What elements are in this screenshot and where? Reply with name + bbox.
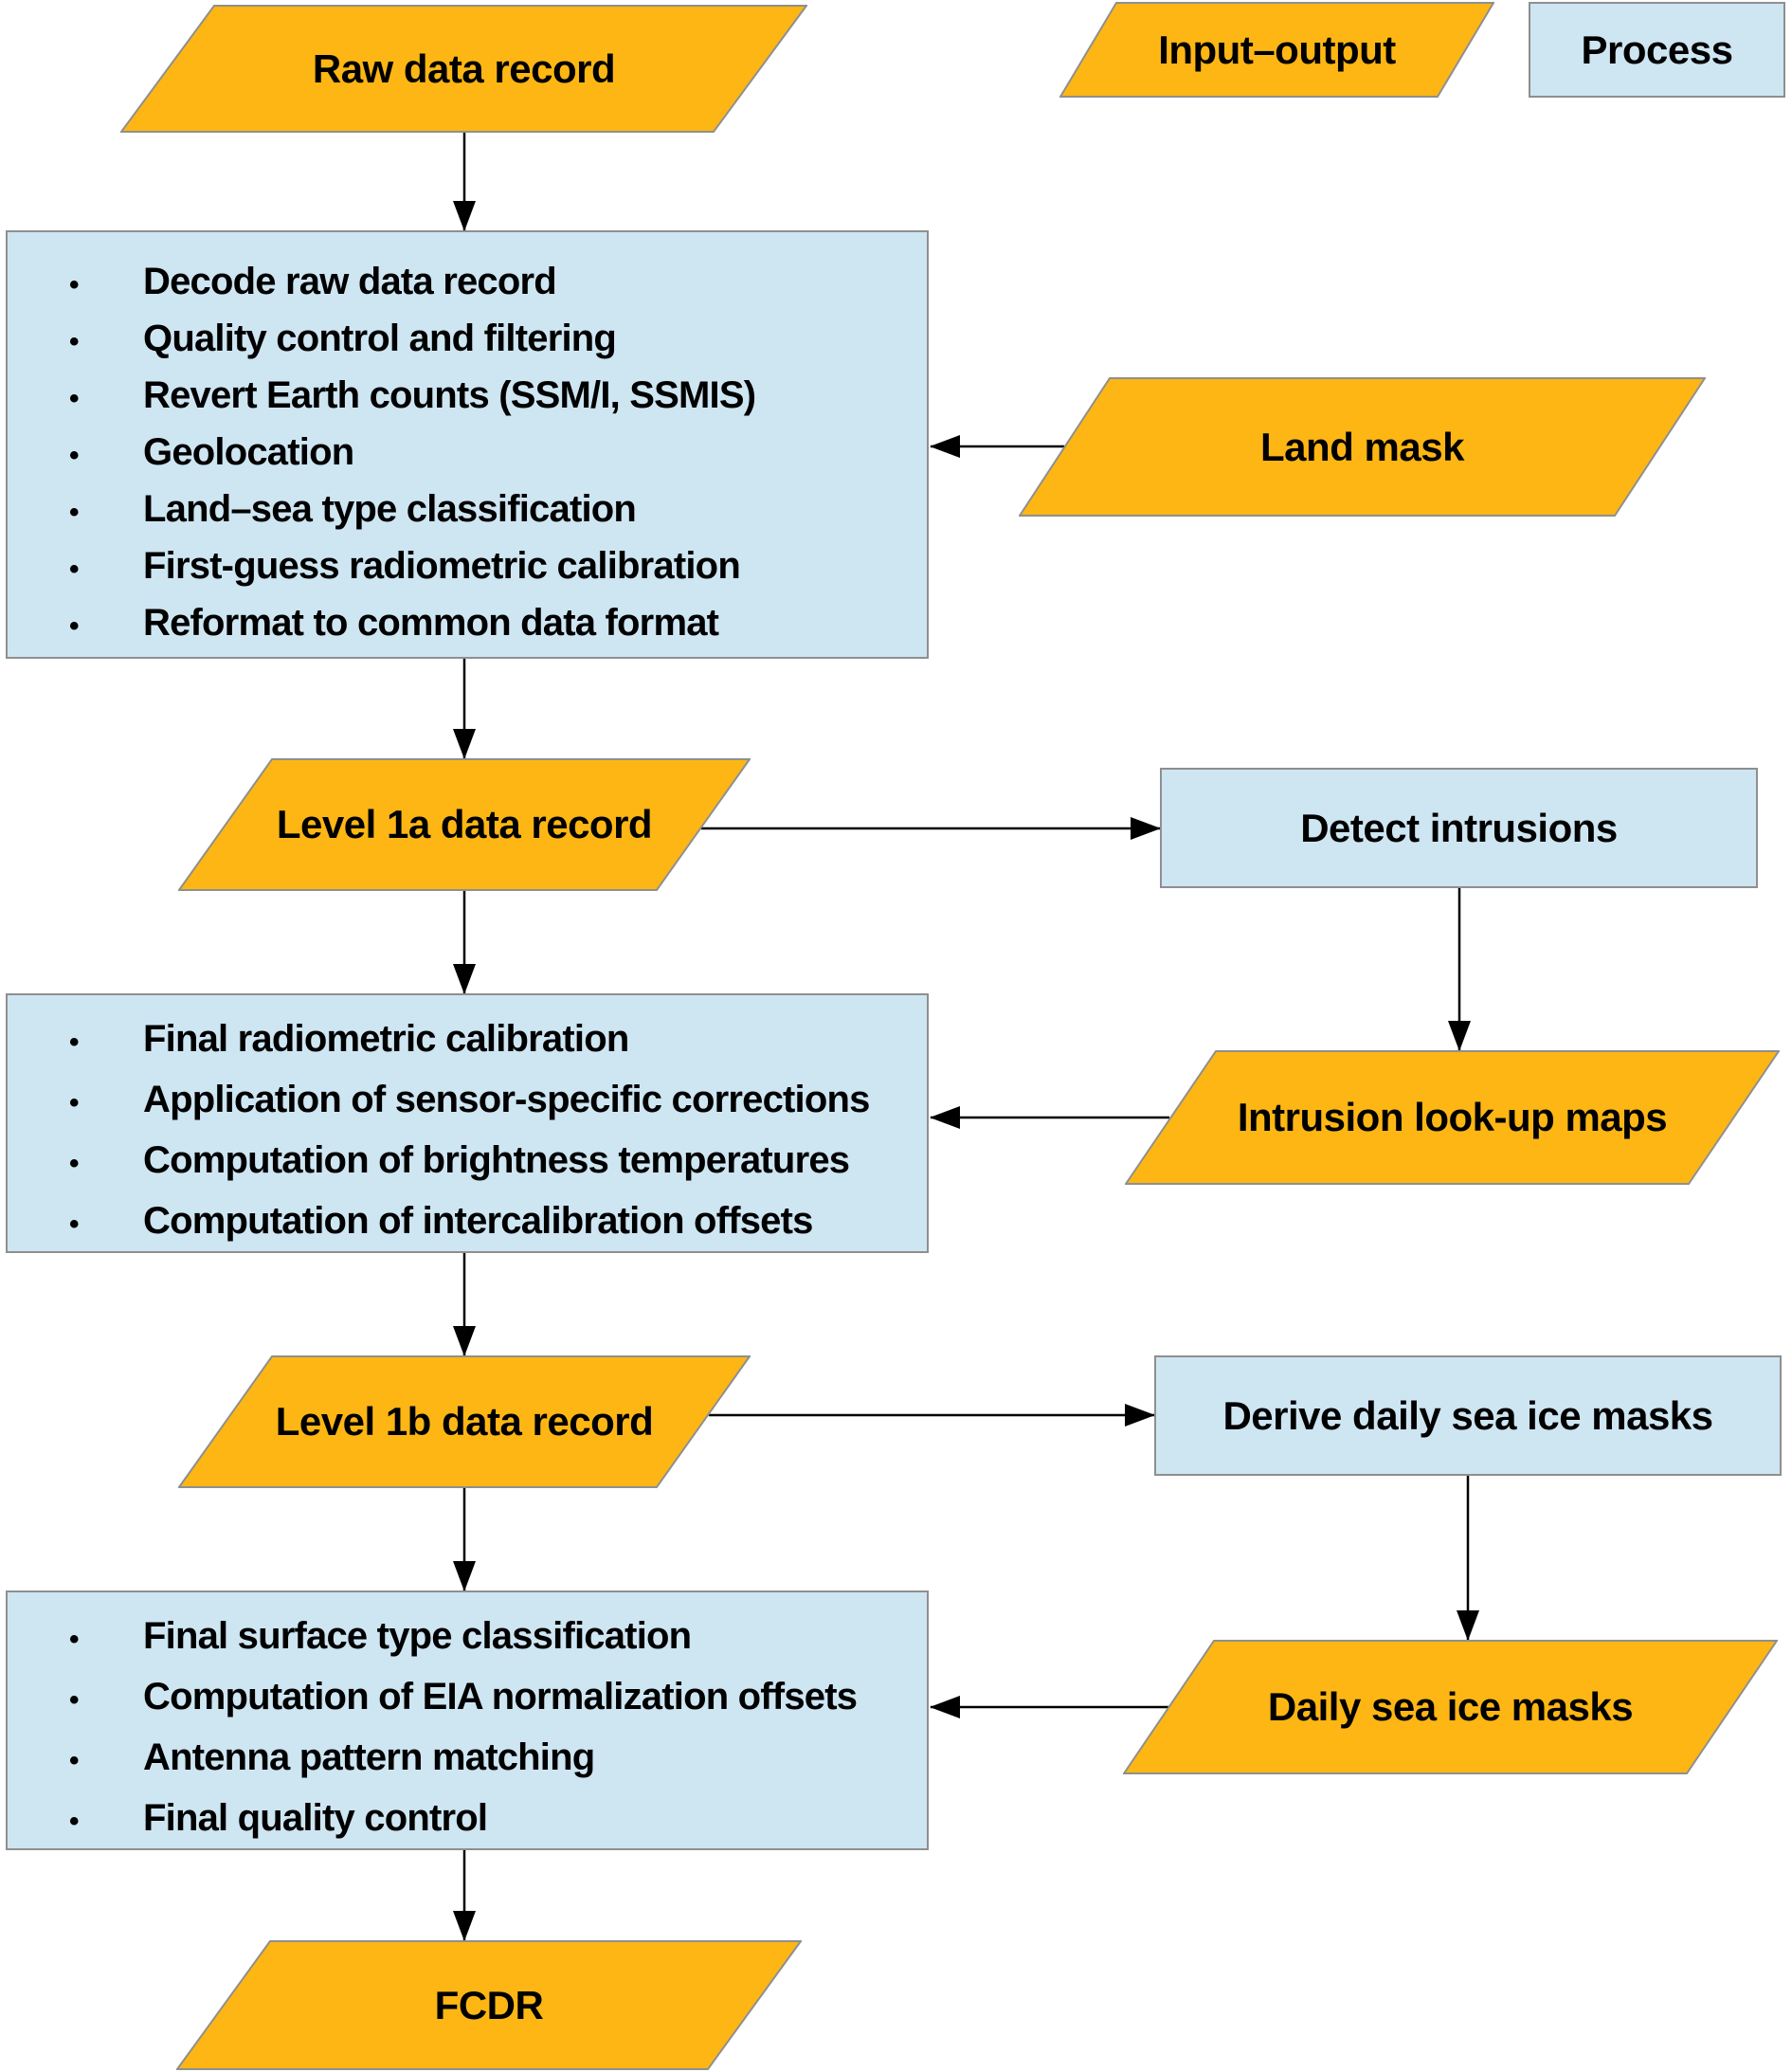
parallelogram-shape bbox=[178, 1355, 751, 1488]
bullet-marker: • bbox=[69, 1624, 80, 1655]
legend-process-label: Process bbox=[1581, 27, 1733, 72]
parallelogram-shape bbox=[178, 758, 751, 891]
node-land-mask: Land mask bbox=[1019, 377, 1706, 517]
node-label: Raw data record bbox=[312, 45, 616, 91]
bullet-text: Computation of brightness temperatures bbox=[143, 1139, 850, 1181]
bullet-item: • Revert Earth counts (SSM/I, SSMIS) bbox=[60, 367, 927, 424]
bullet-text: First-guess radiometric calibration bbox=[143, 545, 741, 587]
bullet-item: • Geolocation bbox=[60, 424, 927, 481]
bullet-text: Decode raw data record bbox=[143, 261, 557, 302]
bullet-text: Application of sensor-specific correctio… bbox=[143, 1079, 870, 1120]
bullet-item: • Land–sea type classification bbox=[60, 481, 927, 537]
bullet-item: • Computation of intercalibration offsets bbox=[60, 1190, 927, 1251]
process-box-1a-to-1b: • Final radiometric calibration • Applicati… bbox=[6, 993, 929, 1253]
bullet-item: • Final radiometric calibration bbox=[60, 1009, 927, 1069]
node-label: Derive daily sea ice masks bbox=[1222, 1392, 1713, 1438]
bullet-item: • Computation of EIA normalization offset… bbox=[60, 1666, 927, 1727]
bullet-item: • Antenna pattern matching bbox=[60, 1727, 927, 1788]
bullet-text: Final quality control bbox=[143, 1797, 488, 1839]
bullet-text: Antenna pattern matching bbox=[143, 1736, 595, 1778]
bullet-item: • Application of sensor-specific correcti… bbox=[60, 1069, 927, 1130]
bullet-marker: • bbox=[69, 1745, 80, 1776]
bullet-marker: • bbox=[69, 326, 80, 357]
bullet-item: • Reformat to common data format bbox=[60, 594, 927, 651]
bullet-text: Quality control and filtering bbox=[143, 318, 617, 359]
node-label: Level 1a data record bbox=[276, 802, 653, 846]
node-detect-intrusions: Detect intrusions bbox=[1160, 768, 1758, 888]
bullet-marker: • bbox=[69, 1087, 80, 1118]
bullet-text: Final surface type classification bbox=[143, 1615, 692, 1657]
bullet-marker: • bbox=[69, 1806, 80, 1837]
bullet-marker: • bbox=[69, 383, 80, 414]
legend-io-label: Input–output bbox=[1158, 27, 1396, 72]
bullet-text: Reformat to common data format bbox=[143, 602, 719, 644]
node-level-1a-data-record: Level 1a data record bbox=[178, 758, 751, 891]
node-label: Detect intrusions bbox=[1300, 805, 1618, 850]
bullet-text: Revert Earth counts (SSM/I, SSMIS) bbox=[143, 374, 756, 416]
node-label: FCDR bbox=[434, 1982, 544, 2027]
parallelogram-shape bbox=[1125, 1050, 1780, 1185]
node-label: Land mask bbox=[1260, 424, 1464, 469]
bullet-text: Final radiometric calibration bbox=[143, 1018, 629, 1060]
bullet-item: • Final surface type classification bbox=[60, 1606, 927, 1666]
node-level-1b-data-record: Level 1b data record bbox=[178, 1355, 751, 1488]
bullet-marker: • bbox=[69, 1684, 80, 1716]
parallelogram-shape bbox=[120, 5, 807, 133]
process-box-level0-to-1a: • Decode raw data record • Quality control … bbox=[6, 230, 929, 659]
bullet-marker: • bbox=[69, 554, 80, 585]
bullet-marker: • bbox=[69, 269, 80, 300]
parallelogram-shape bbox=[1123, 1640, 1778, 1774]
bullet-marker: • bbox=[69, 610, 80, 642]
bullet-item: • First-guess radiometric calibration bbox=[60, 537, 927, 594]
process-box-1b-to-fcdr: • Final surface type classification • Compu… bbox=[6, 1590, 929, 1850]
bullet-text: Geolocation bbox=[143, 431, 354, 473]
node-intrusion-lookup-maps: Intrusion look-up maps bbox=[1125, 1050, 1780, 1185]
bullet-marker: • bbox=[69, 1209, 80, 1240]
bullet-marker: • bbox=[69, 440, 80, 471]
bullet-item: • Decode raw data record bbox=[60, 253, 927, 310]
node-derive-daily-sea-ice-masks: Derive daily sea ice masks bbox=[1154, 1355, 1782, 1476]
node-label: Intrusion look-up maps bbox=[1237, 1095, 1668, 1139]
bullet-marker: • bbox=[69, 1027, 80, 1058]
node-fcdr: FCDR bbox=[176, 1940, 802, 2070]
bullet-marker: • bbox=[69, 497, 80, 528]
parallelogram-shape bbox=[1059, 2, 1494, 98]
legend-input-output: Input–output bbox=[1059, 2, 1494, 98]
legend-process: Process bbox=[1529, 2, 1785, 98]
bullet-marker: • bbox=[69, 1148, 80, 1179]
node-raw-data-record: Raw data record bbox=[120, 5, 807, 133]
parallelogram-shape bbox=[1019, 377, 1706, 517]
node-label: Level 1b data record bbox=[275, 1399, 654, 1444]
node-label: Daily sea ice masks bbox=[1267, 1684, 1634, 1729]
parallelogram-shape bbox=[176, 1940, 802, 2070]
bullet-text: Land–sea type classification bbox=[143, 488, 637, 530]
bullet-item: • Quality control and filtering bbox=[60, 310, 927, 367]
node-daily-sea-ice-masks: Daily sea ice masks bbox=[1123, 1640, 1778, 1774]
bullet-text: Computation of intercalibration offsets bbox=[143, 1200, 813, 1242]
bullet-item: • Computation of brightness temperatures bbox=[60, 1130, 927, 1190]
bullet-item: • Final quality control bbox=[60, 1788, 927, 1848]
bullet-text: Computation of EIA normalization offsets bbox=[143, 1676, 858, 1718]
